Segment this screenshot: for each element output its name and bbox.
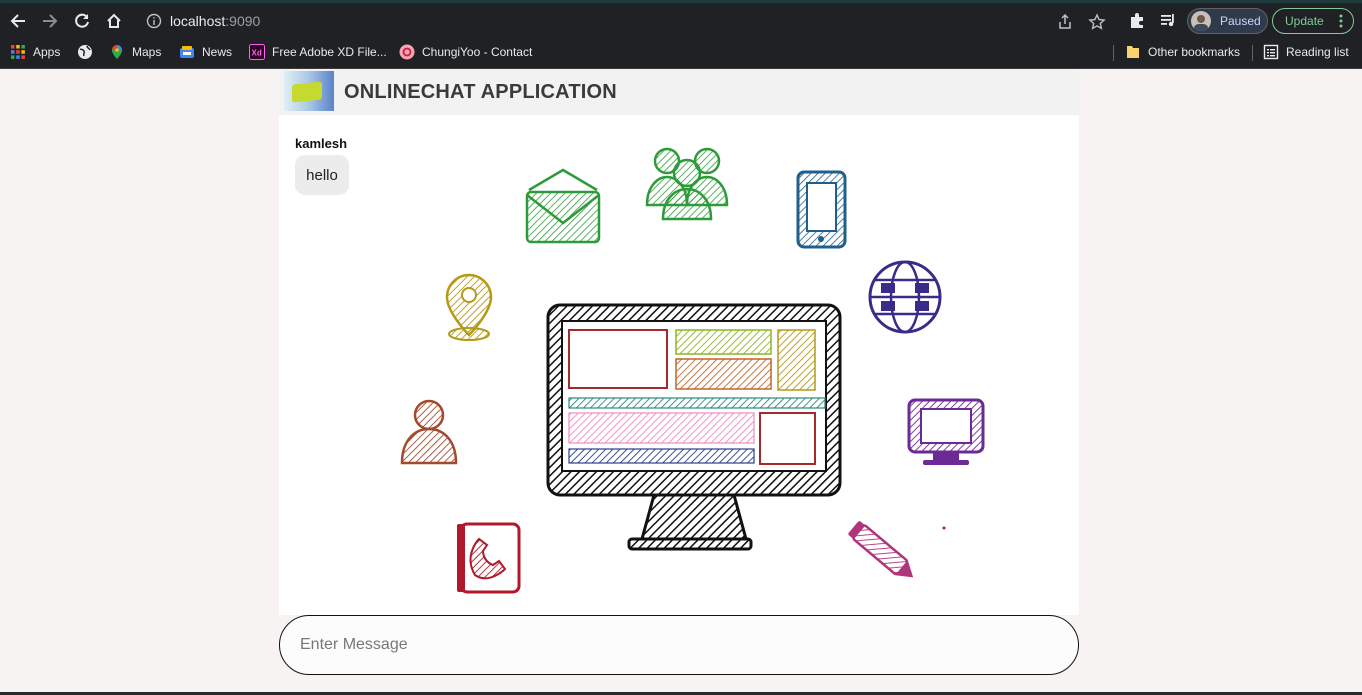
chat-app: ONLINECHAT APPLICATION [279, 69, 1079, 615]
globe-icon [78, 45, 92, 59]
avatar [1191, 11, 1211, 31]
reading-list-button[interactable]: Reading list [1263, 42, 1349, 62]
other-bookmarks-label: Other bookmarks [1148, 45, 1241, 59]
arrow-left-icon [10, 14, 25, 28]
bookmark-label: Maps [132, 45, 162, 59]
home-button[interactable] [102, 9, 126, 33]
svg-text:Xd: Xd [252, 49, 262, 58]
news-icon [180, 46, 194, 58]
more-vert-icon [1339, 14, 1343, 28]
person-photo-icon [1194, 15, 1208, 31]
arrow-right-icon [43, 14, 58, 28]
bookmarks-bar: Apps Maps News Xd Free Adobe XD File... … [0, 36, 1362, 69]
profile-button[interactable]: Paused [1187, 8, 1268, 34]
other-bookmarks-folder[interactable]: Other bookmarks [1125, 42, 1240, 62]
message-username: kamlesh [295, 136, 348, 151]
bookmark-label: News [202, 45, 233, 59]
decorative-dot [942, 526, 946, 530]
bookmark-label: Free Adobe XD File... [272, 45, 387, 59]
media-queue-icon[interactable] [1159, 11, 1177, 29]
chungiyoo-icon [399, 44, 415, 60]
bookmark-label: ChungiYoo - Contact [422, 45, 533, 59]
bookmark-adobe-xd[interactable]: Xd Free Adobe XD File... [249, 42, 387, 62]
user-person-icon [400, 399, 458, 465]
back-button[interactable] [6, 9, 30, 33]
window-bottom-border [0, 692, 1362, 695]
apps-grid-icon [11, 45, 25, 59]
reading-list-label: Reading list [1286, 45, 1349, 59]
update-button[interactable]: Update [1272, 8, 1354, 34]
maps-pin-icon [112, 45, 122, 59]
profile-status-label: Paused [1220, 14, 1261, 28]
contact-book-icon [457, 522, 521, 594]
reload-icon [75, 13, 89, 28]
communication-illustration [400, 147, 985, 594]
bookmark-maps[interactable]: Maps [109, 42, 161, 62]
chat-messages-area: kamlesh hello [279, 115, 1079, 615]
bookmark-separator [1252, 45, 1253, 61]
page-title: ONLINECHAT APPLICATION [344, 81, 617, 103]
url-text: localhost:9090 [170, 13, 261, 29]
share-icon[interactable] [1056, 13, 1074, 31]
site-info-icon[interactable] [146, 13, 162, 29]
star-icon[interactable] [1088, 13, 1106, 31]
update-label: Update [1285, 14, 1324, 28]
address-bar[interactable]: localhost:9090 [136, 7, 1116, 35]
app-logo [284, 71, 334, 111]
bookmark-chungiyoo[interactable]: ChungiYoo - Contact [399, 42, 532, 62]
extensions-puzzle-icon[interactable] [1128, 11, 1146, 29]
location-pin-icon [445, 273, 493, 341]
desktop-small-icon [907, 398, 985, 465]
pencil-icon [848, 521, 914, 578]
app-header: ONLINECHAT APPLICATION [279, 69, 1079, 115]
message-input[interactable] [300, 632, 1040, 658]
bookmark-separator [1113, 45, 1114, 61]
reload-button[interactable] [70, 9, 94, 33]
home-icon [107, 13, 121, 28]
forward-button[interactable] [38, 9, 62, 33]
bookmark-globe[interactable] [77, 42, 100, 62]
reading-list-icon [1263, 44, 1279, 60]
bookmark-label: Apps [33, 45, 61, 59]
monitor-icon [546, 303, 842, 551]
adobe-xd-icon: Xd [249, 44, 265, 60]
envelope-icon [525, 168, 601, 244]
bookmark-apps[interactable]: Apps [10, 42, 60, 62]
message-composer [279, 615, 1079, 675]
users-group-icon [645, 147, 729, 221]
smartphone-icon [796, 170, 847, 249]
browser-toolbar: localhost:9090 Paused Update [0, 0, 1362, 36]
folder-icon [1127, 46, 1139, 58]
message-bubble: hello [295, 155, 349, 195]
chat-bubble-icon [292, 81, 322, 103]
globe-network-icon [868, 260, 942, 334]
bookmark-news[interactable]: News [179, 42, 232, 62]
